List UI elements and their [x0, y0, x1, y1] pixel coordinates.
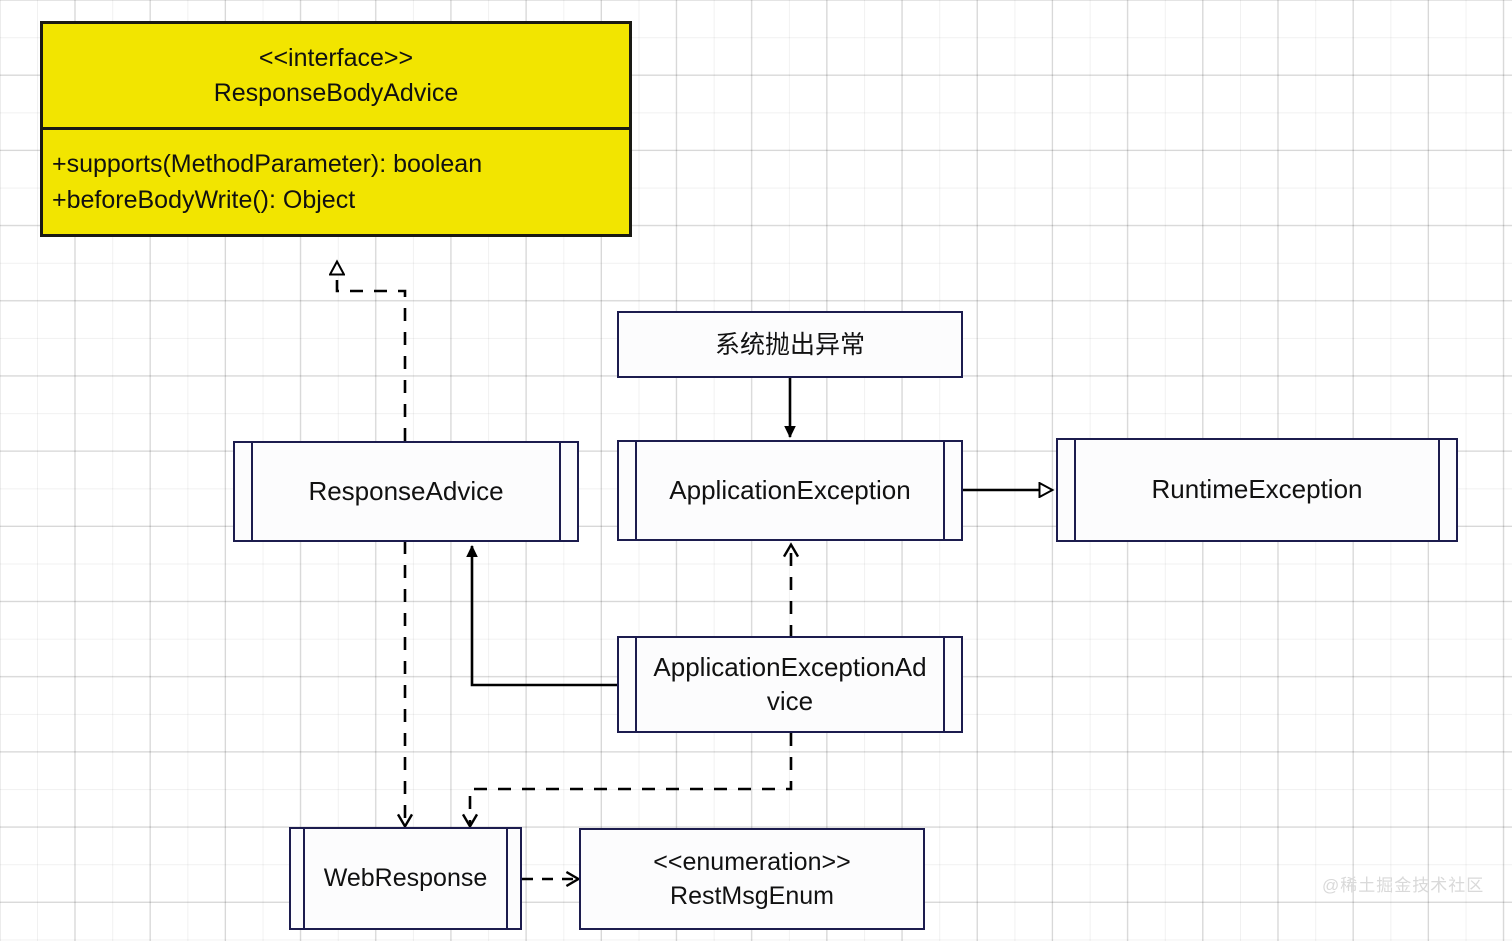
class-label-application-exception-advice: ApplicationExceptionAd vice: [627, 651, 952, 719]
component-bar-left: [251, 443, 253, 540]
enum-stereotype: <<enumeration>>: [653, 848, 851, 876]
component-bar-right: [943, 638, 945, 731]
class-node-rest-msg-enum[interactable]: <<enumeration>> RestMsgEnum: [579, 828, 925, 930]
class-label-web-response: WebResponse: [323, 864, 488, 893]
class-node-application-exception-advice[interactable]: ApplicationExceptionAd vice: [617, 636, 963, 733]
interface-compartment-divider: [40, 127, 632, 130]
component-bar-right: [559, 443, 561, 540]
interface-stereotype: <<interface>>: [258, 43, 414, 72]
class-node-response-body-advice[interactable]: <<interface>> ResponseBodyAdvice +suppor…: [40, 21, 632, 237]
class-node-application-exception[interactable]: ApplicationException: [617, 440, 963, 541]
edge-association-advice-to-responseadvice: [466, 545, 617, 687]
class-node-runtime-exception[interactable]: RuntimeException: [1056, 438, 1458, 542]
component-bar-left: [1074, 440, 1076, 540]
operation-supports: +supports(MethodParameter): boolean: [52, 149, 483, 178]
class-label-runtime-exception: RuntimeException: [1151, 474, 1363, 505]
class-label-response-advice: ResponseAdvice: [308, 475, 504, 506]
enum-name: RestMsgEnum: [670, 882, 834, 910]
class-label-line-1: ApplicationExceptionAd: [653, 651, 927, 682]
edge-dependency-advice-to-webresponse: [470, 733, 793, 826]
class-node-web-response[interactable]: WebResponse: [289, 827, 522, 930]
component-bar-left: [303, 829, 305, 928]
interface-operations-block: +supports(MethodParameter): boolean +bef…: [43, 130, 629, 234]
class-node-response-advice[interactable]: ResponseAdvice: [233, 441, 579, 542]
component-bar-left: [635, 638, 637, 731]
operation-before-body-write: +beforeBodyWrite(): Object: [52, 186, 356, 214]
interface-name: ResponseBodyAdvice: [213, 78, 459, 107]
note-label-system-throws-exception: 系统抛出异常: [714, 330, 865, 359]
class-label-line-2: vice: [766, 685, 814, 716]
note-node-system-throws-exception[interactable]: 系统抛出异常: [617, 311, 963, 378]
component-bar-left: [635, 442, 637, 539]
watermark-label: @稀土掘金技术社区: [1322, 876, 1485, 895]
edge-realization-responseadvice-to-interface: [337, 262, 407, 441]
interface-title-block: <<interface>> ResponseBodyAdvice: [43, 24, 629, 127]
class-label-application-exception: ApplicationException: [669, 474, 911, 505]
component-bar-right: [506, 829, 508, 928]
component-bar-right: [1438, 440, 1440, 540]
component-bar-right: [943, 442, 945, 539]
